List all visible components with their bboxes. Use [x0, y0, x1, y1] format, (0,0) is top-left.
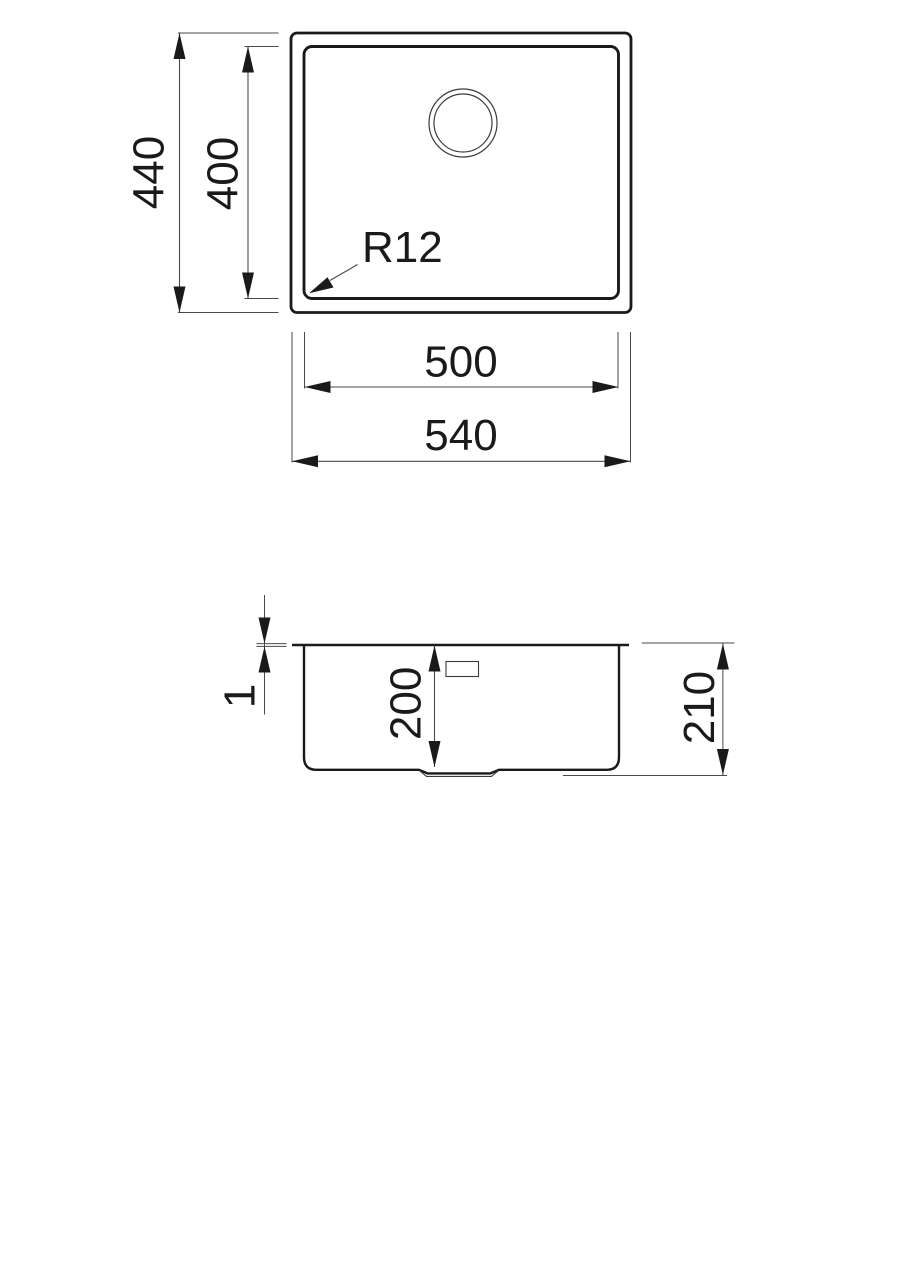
svg-text:540: 540 [424, 411, 497, 460]
svg-text:1: 1 [215, 684, 264, 708]
svg-text:R12: R12 [362, 223, 443, 272]
svg-text:400: 400 [199, 137, 248, 210]
svg-text:500: 500 [424, 338, 497, 387]
svg-text:440: 440 [125, 136, 174, 209]
svg-text:200: 200 [381, 667, 430, 740]
svg-text:210: 210 [675, 671, 724, 744]
